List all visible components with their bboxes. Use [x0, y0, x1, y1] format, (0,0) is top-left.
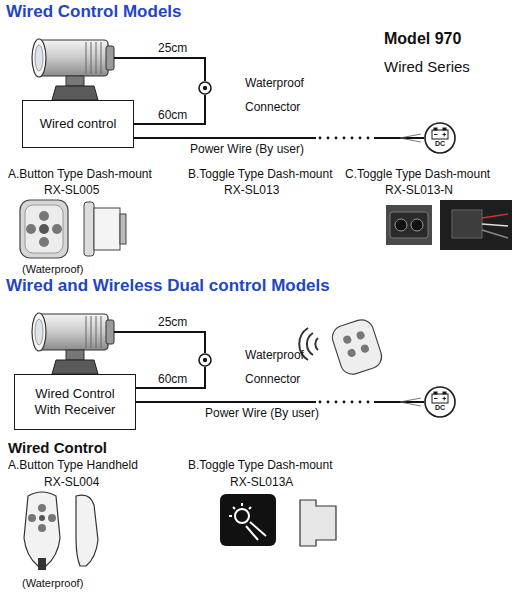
- connector-pin: [203, 358, 207, 362]
- node-outline: [199, 82, 211, 94]
- option-title: A.Button Type Handheld: [8, 459, 138, 473]
- battery-icon: [432, 128, 448, 139]
- controller-side-view: [84, 202, 126, 256]
- connector-pin: [203, 86, 207, 90]
- model-name: Model 970: [384, 30, 461, 48]
- spotlight: [32, 313, 114, 374]
- dc-power-source: DC: [424, 386, 456, 418]
- box-label: Wired control: [28, 116, 128, 132]
- power-wire: [134, 137, 424, 139]
- waterproof-connector: Waterproof Connector: [198, 81, 212, 95]
- option-title: A.Button Type Dash-mount: [8, 168, 152, 182]
- battery-icon: [432, 392, 448, 403]
- option-title: B.Toggle Type Dash-mount: [188, 459, 333, 473]
- part-number: RX-SL004: [44, 476, 99, 490]
- cable-length: 25cm: [158, 42, 187, 56]
- lamp-cable: [114, 58, 205, 81]
- dc-power-source: DC: [424, 122, 456, 154]
- spotlight: [32, 39, 114, 100]
- section-heading: Wired Control Models: [6, 2, 182, 22]
- option-note: (Waterproof): [22, 577, 83, 590]
- dc-symbol: [424, 386, 456, 418]
- receiver-control-box: Wired Control With Receiver: [14, 374, 136, 430]
- option-title: C.Toggle Type Dash-mount: [345, 168, 490, 182]
- connector-label: Waterproof Connector: [245, 343, 325, 391]
- connector-symbol: [198, 353, 212, 367]
- wireless-remote: [329, 317, 384, 378]
- cable-length: 25cm: [158, 316, 187, 330]
- dc-symbol: [424, 122, 456, 154]
- dc-label: DC: [424, 404, 456, 412]
- power-wire-label: Power Wire (By user): [190, 143, 304, 157]
- connector-symbol: [198, 81, 212, 95]
- subsection-heading: Wired Control: [8, 439, 107, 456]
- control-box: Wired control: [22, 100, 134, 148]
- node-outline: [199, 354, 211, 366]
- dotted-wire-gap: [316, 133, 374, 143]
- node-outline: [425, 123, 455, 153]
- power-wire-label: Power Wire (By user): [205, 407, 319, 421]
- option-title: B.Toggle Type Dash-mount: [188, 168, 333, 182]
- dc-label: DC: [424, 140, 456, 148]
- toggle-back-photo: [440, 200, 512, 250]
- node-outline: [425, 387, 455, 417]
- toggle-switch-panel: [220, 494, 276, 546]
- cable-wire: [134, 95, 205, 124]
- handheld-side-view: [76, 495, 98, 566]
- connector-label: Waterproof Connector: [245, 71, 325, 119]
- lamp-cable: [114, 332, 205, 353]
- waterproof-connector: Waterproof Connector: [198, 353, 212, 367]
- option-note: (Waterproof): [22, 263, 83, 276]
- cable-length: 60cm: [158, 373, 187, 387]
- part-number: RX-SL013: [224, 184, 279, 198]
- dotted-wire-gap: [316, 397, 374, 407]
- section-heading: Wired and Wireless Dual control Models: [6, 276, 330, 296]
- part-number: RX-SL013-N: [385, 184, 453, 198]
- series-name: Wired Series: [384, 58, 470, 75]
- box-label: Wired Control With Receiver: [25, 386, 125, 418]
- button-dash-controller: [20, 200, 68, 258]
- power-wire: [136, 401, 424, 403]
- toggle-panel-photo: [386, 205, 432, 245]
- part-number: RX-SL013A: [230, 476, 293, 490]
- part-number: RX-SL005: [44, 184, 99, 198]
- cable-length: 60cm: [158, 109, 187, 123]
- handheld-controller: [24, 492, 60, 570]
- toggle-side-view: [300, 500, 336, 546]
- cable-wire: [136, 367, 205, 388]
